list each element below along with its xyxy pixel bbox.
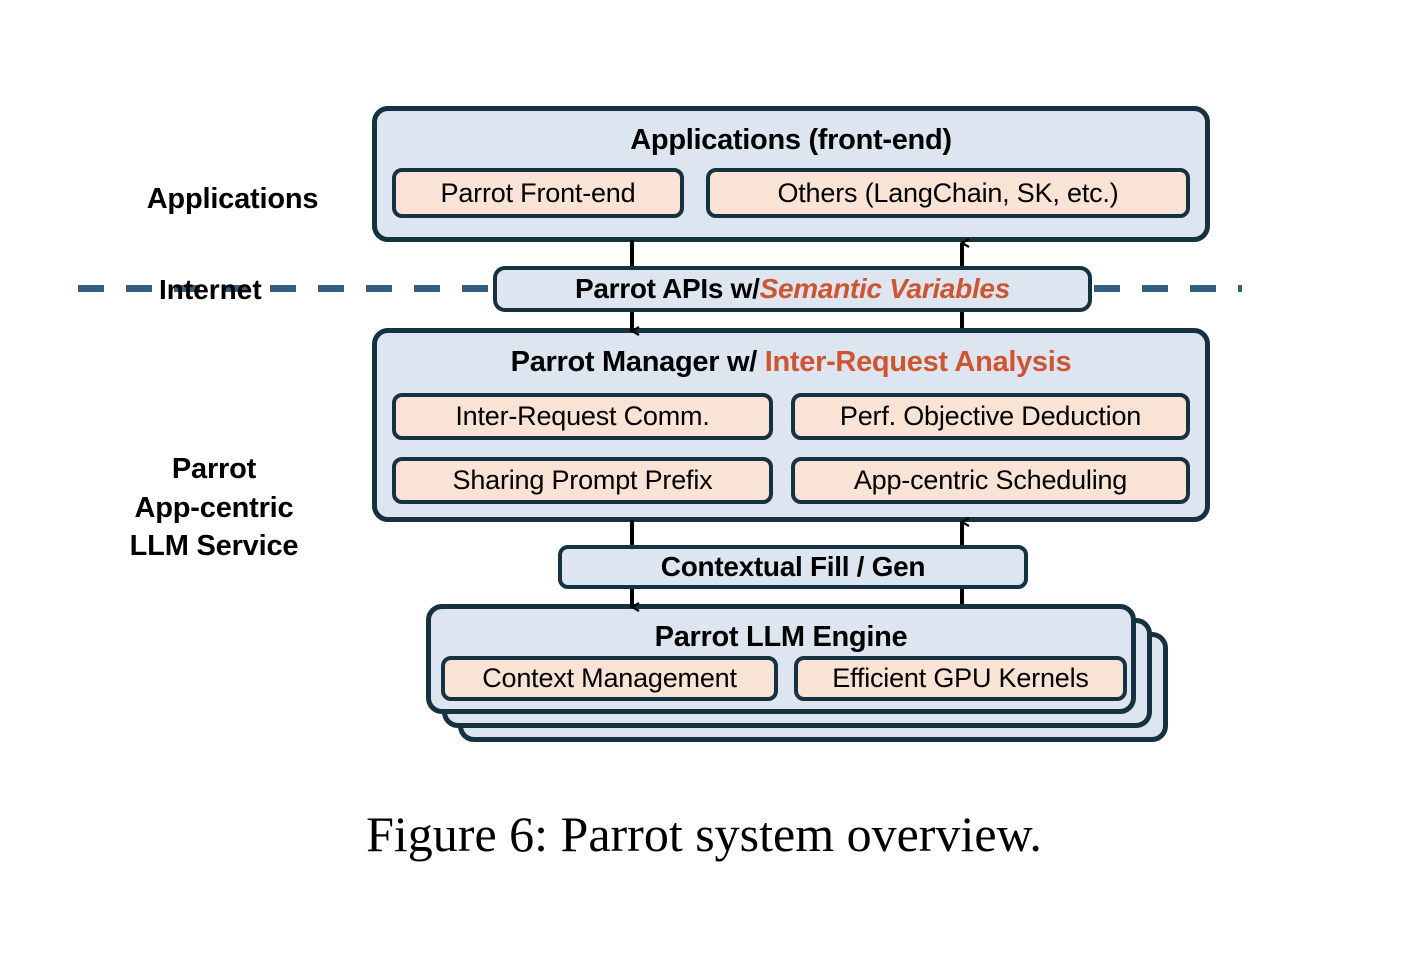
app-item-others[interactable]: Others (LangChain, SK, etc.) (706, 168, 1190, 218)
internet-divider-left (78, 285, 490, 292)
engine-panel-title: Parrot LLM Engine (654, 621, 908, 653)
app-item-others-label: Others (LangChain, SK, etc.) (777, 177, 1119, 208)
inter-request-analysis-accent: Inter-Request Analysis (764, 346, 1072, 378)
manager-item-sharing-prompt-prefix[interactable]: Sharing Prompt Prefix (392, 457, 773, 504)
side-label-applications: Applications (110, 180, 355, 219)
manager-item-sharing-prompt-prefix-label: Sharing Prompt Prefix (452, 465, 713, 495)
side-label-parrot-line2: App-centric (134, 491, 294, 524)
internet-label: Internet (159, 274, 262, 305)
manager-item-app-centric-scheduling-label: App-centric Scheduling (853, 465, 1128, 495)
parrot-apis-prefix: Parrot APIs w/ (575, 273, 760, 304)
engine-item-context-management-label: Context Management (482, 663, 737, 693)
parrot-apis-bar[interactable]: Parrot APIs w/ Semantic Variables (493, 266, 1092, 312)
semantic-variables-accent: Semantic Variables (759, 273, 1011, 304)
internet-divider-right (1094, 285, 1242, 292)
app-item-parrot-front-end[interactable]: Parrot Front-end (392, 168, 684, 218)
engine-item-context-management[interactable]: Context Management (441, 656, 778, 701)
parrot-manager-panel-title: Parrot Manager w/ Inter-Request Analysis (377, 346, 1205, 379)
parrot-manager-title-prefix: Parrot Manager w/ (510, 346, 765, 378)
manager-item-app-centric-scheduling[interactable]: App-centric Scheduling (791, 457, 1190, 504)
side-label-parrot-service: Parrot App-centric LLM Service (90, 450, 338, 566)
applications-panel-title: Applications (front-end) (630, 124, 952, 156)
contextual-fill-gen-label: Contextual Fill / Gen (660, 551, 926, 582)
side-label-applications-text: Applications (146, 183, 319, 215)
side-label-parrot-line1: Parrot (171, 453, 257, 485)
engine-item-efficient-gpu-kernels-label: Efficient GPU Kernels (832, 663, 1089, 693)
manager-item-perf-objective-deduction[interactable]: Perf. Objective Deduction (791, 393, 1190, 440)
figure-caption: Figure 6: Parrot system overview. (366, 806, 1042, 862)
contextual-fill-gen-bar[interactable]: Contextual Fill / Gen (558, 545, 1028, 589)
engine-item-efficient-gpu-kernels[interactable]: Efficient GPU Kernels (794, 656, 1127, 701)
side-label-parrot-line3: LLM Service (129, 530, 299, 563)
manager-item-perf-objective-deduction-label: Perf. Objective Deduction (839, 401, 1142, 431)
manager-item-inter-request-comm-label: Inter-Request Comm. (455, 401, 710, 431)
manager-item-inter-request-comm[interactable]: Inter-Request Comm. (392, 393, 773, 440)
app-item-parrot-front-end-label: Parrot Front-end (440, 177, 636, 208)
